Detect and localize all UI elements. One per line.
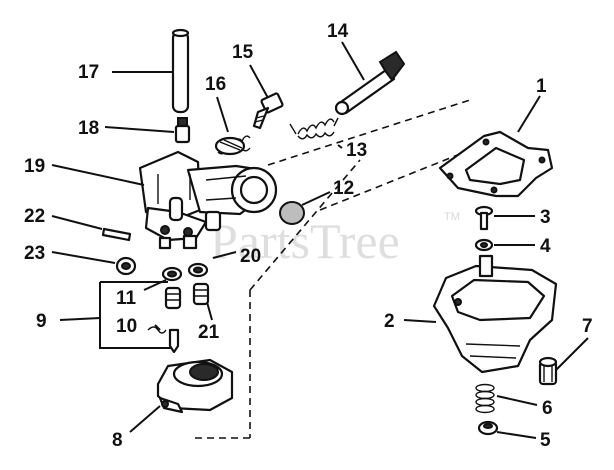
part-10-needle — [147, 326, 180, 354]
part-13-spring — [289, 117, 339, 140]
part-18-fitting — [174, 117, 191, 144]
part-7-bolt — [538, 356, 558, 386]
callout-4: 4 — [540, 236, 551, 257]
callout-11: 11 — [116, 288, 137, 309]
part-2-float-bowl — [432, 254, 558, 374]
callout-19: 19 — [24, 156, 45, 177]
callout-22: 22 — [24, 206, 45, 227]
part-19-carburetor-body — [138, 150, 278, 250]
callout-5: 5 — [540, 430, 551, 451]
part-3-screw — [474, 205, 494, 231]
callout-16: 16 — [205, 74, 226, 95]
part-23-washer — [115, 256, 137, 276]
callout-10: 10 — [116, 316, 137, 337]
part-9-seat-left — [164, 286, 182, 310]
watermark-tm: TM — [444, 211, 460, 223]
part-14-lever-shaft — [334, 50, 406, 116]
part-11-gasket — [161, 266, 183, 282]
callout-21: 21 — [198, 322, 220, 343]
callout-23: 23 — [24, 243, 45, 264]
callout-2: 2 — [384, 311, 395, 332]
part-17-pin — [171, 28, 190, 114]
part-12-disc — [279, 201, 305, 225]
part-6-spring — [475, 383, 495, 414]
callout-15: 15 — [232, 42, 254, 63]
callout-labels: 17 18 16 15 14 13 12 19 22 23 20 11 9 10… — [24, 21, 593, 451]
part-20-gasket — [187, 262, 209, 278]
callout-8: 8 — [112, 430, 123, 451]
part-15-screw — [252, 92, 284, 130]
callout-3: 3 — [540, 207, 551, 228]
assembly-guide-lines — [195, 99, 471, 439]
leader-lines — [51, 41, 589, 439]
callout-12: 12 — [333, 178, 354, 199]
callout-6: 6 — [542, 398, 553, 419]
part-5-cap — [477, 420, 499, 436]
callout-7: 7 — [582, 316, 593, 337]
callout-17: 17 — [78, 62, 99, 83]
callout-14: 14 — [327, 21, 349, 42]
callout-18: 18 — [78, 118, 99, 139]
callout-9: 9 — [36, 311, 47, 332]
callout-1: 1 — [536, 76, 547, 97]
part-4-washer — [474, 238, 494, 252]
watermark: PartsTree — [210, 213, 400, 269]
callout-20: 20 — [240, 246, 261, 267]
part-22-pin — [101, 227, 132, 242]
part-16-spring — [214, 135, 251, 156]
part-1-gasket — [438, 130, 554, 198]
part-8-float — [156, 358, 234, 414]
part-21-seat — [192, 282, 210, 306]
callout-13: 13 — [346, 140, 367, 161]
